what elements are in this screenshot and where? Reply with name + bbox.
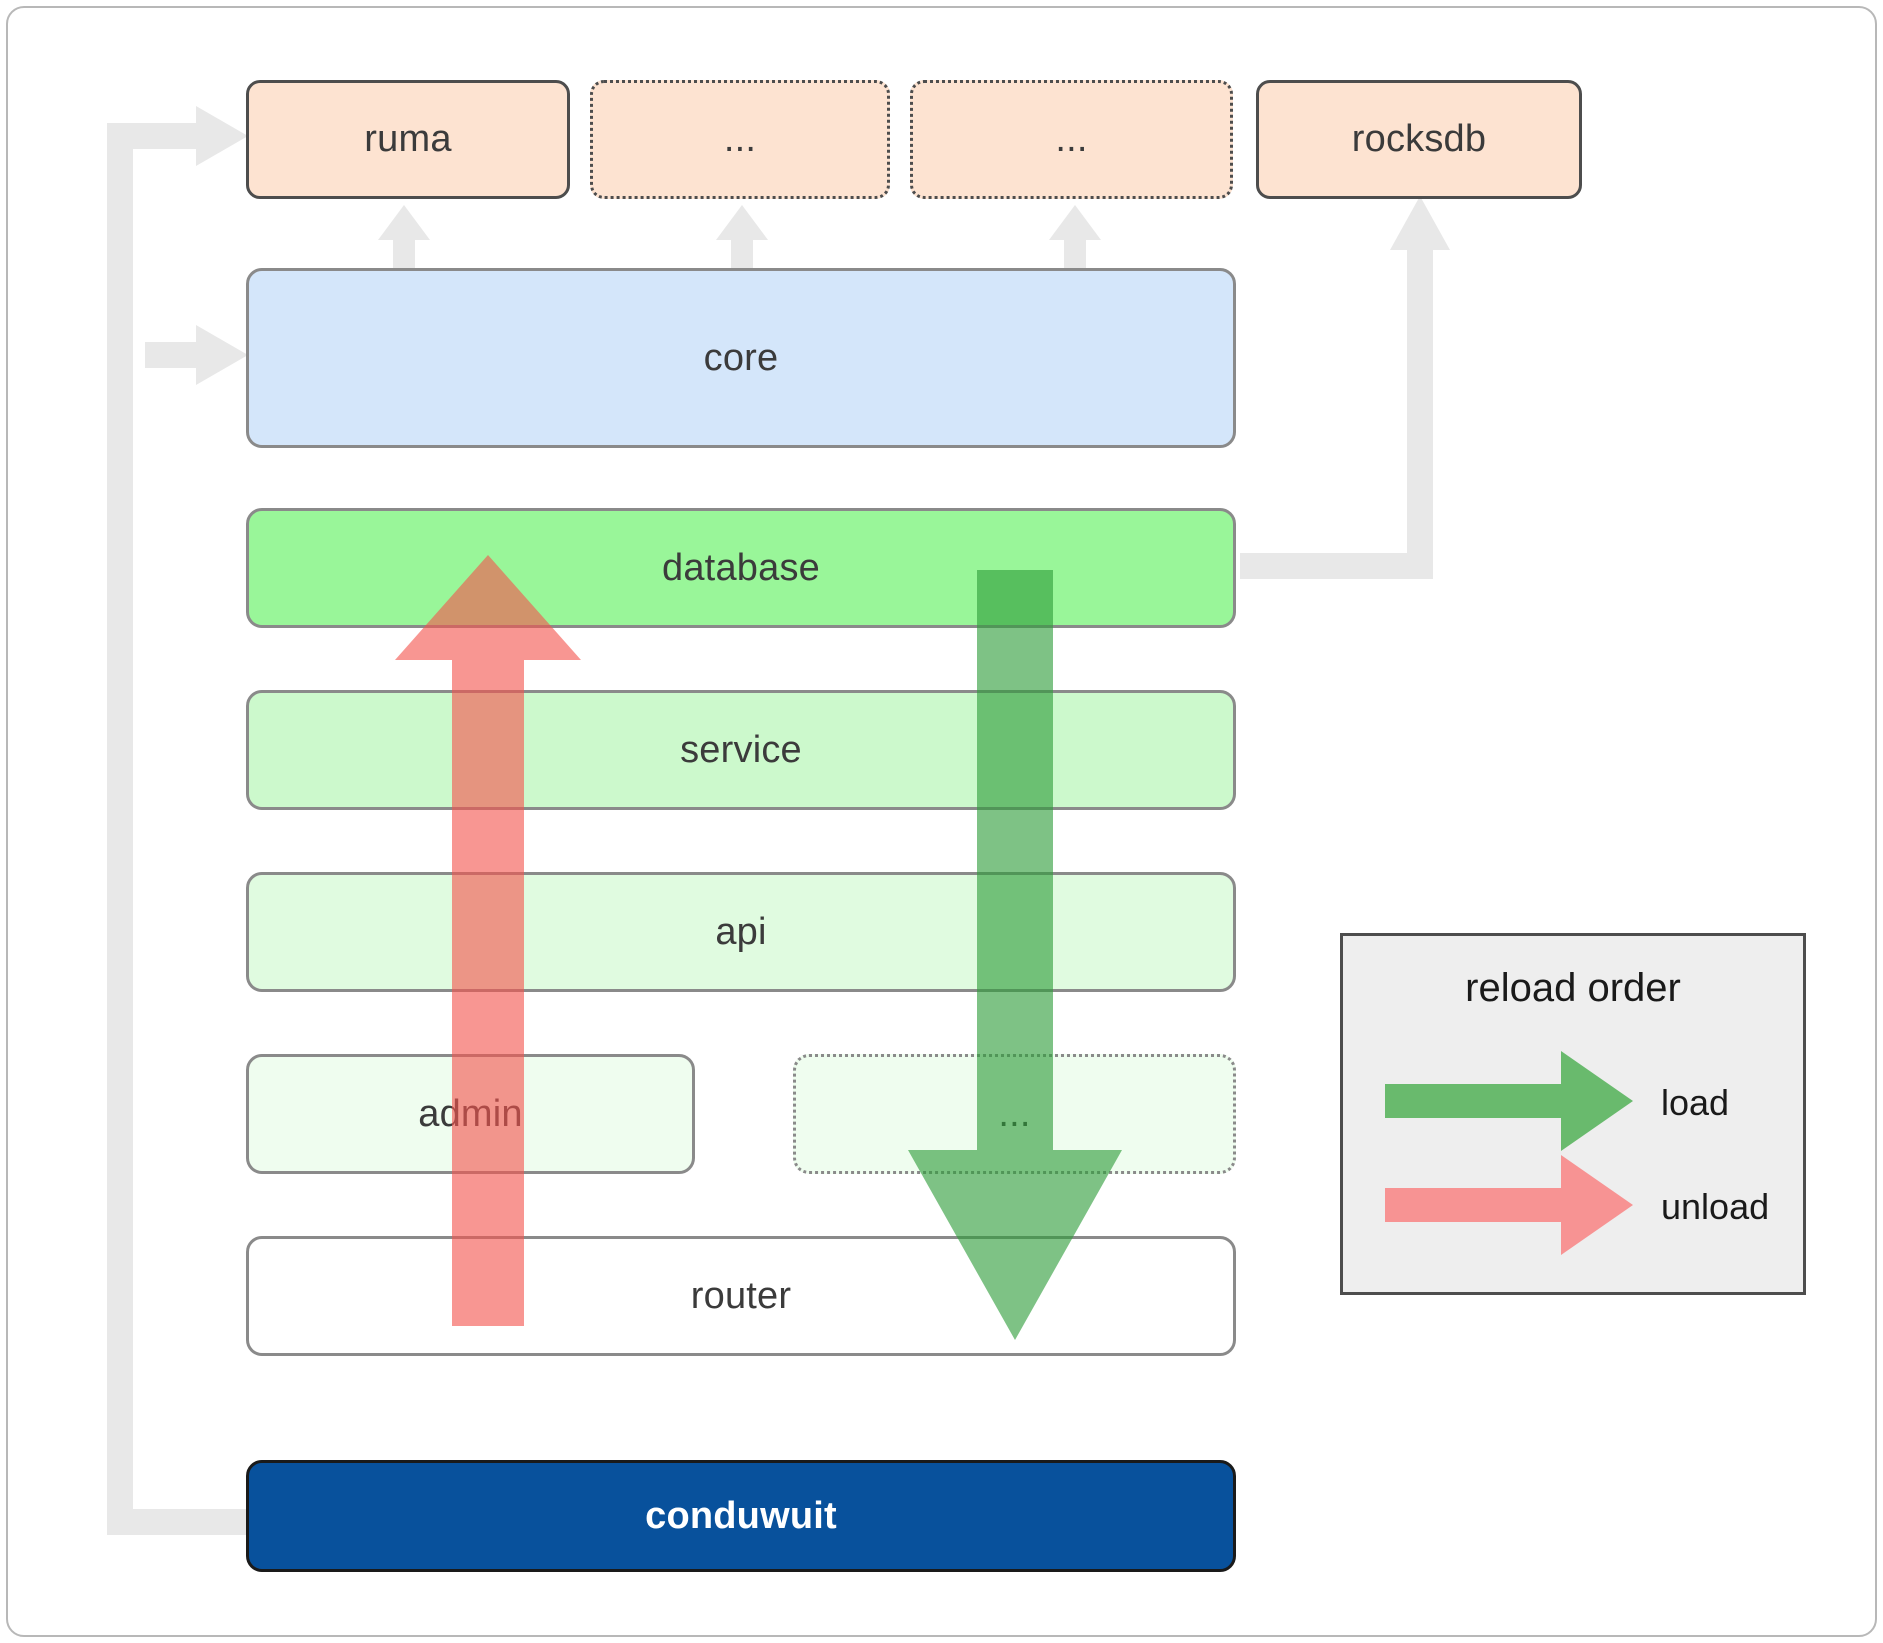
legend-title: reload order — [1465, 966, 1681, 1010]
layer-box-api[interactable]: api — [246, 872, 1236, 992]
legend-label-unload: unload — [1661, 1186, 1770, 1227]
layer-label: database — [662, 546, 820, 589]
legend-unload-arrow — [1385, 1155, 1633, 1255]
layer-label: router — [690, 1274, 792, 1317]
diagram-frame — [6, 6, 1877, 1637]
layer-box-database[interactable]: database — [246, 508, 1236, 628]
binary-box-conduwuit[interactable]: conduwuit — [246, 1460, 1236, 1572]
dependency-box-3[interactable]: ... — [910, 80, 1233, 199]
layer-box-service[interactable]: service — [246, 690, 1236, 810]
layer-label: admin — [418, 1092, 523, 1135]
dependency-label: rocksdb — [1351, 118, 1487, 160]
layer-box-ellipsis[interactable]: ... — [793, 1054, 1236, 1174]
binary-label: conduwuit — [645, 1494, 837, 1537]
core-box[interactable]: core — [246, 268, 1236, 448]
legend-label-load: load — [1661, 1082, 1730, 1123]
layer-label: api — [715, 910, 767, 953]
layer-label: ... — [998, 1092, 1031, 1135]
dependency-box-ruma[interactable]: ruma — [246, 80, 570, 199]
legend-arrows — [1385, 1051, 1633, 1255]
dependency-label: ... — [723, 118, 757, 160]
dependency-box-2[interactable]: ... — [590, 80, 890, 199]
layer-label: service — [680, 728, 802, 771]
legend-load-arrow — [1385, 1051, 1633, 1151]
legend-panel: reload order load unload — [1340, 933, 1806, 1295]
dependency-box-rocksdb[interactable]: rocksdb — [1256, 80, 1582, 199]
dependency-label: ruma — [364, 118, 452, 160]
layer-box-router[interactable]: router — [246, 1236, 1236, 1356]
dependency-label: ... — [1055, 118, 1088, 160]
core-label: core — [703, 336, 779, 379]
layer-box-admin[interactable]: admin — [246, 1054, 695, 1174]
